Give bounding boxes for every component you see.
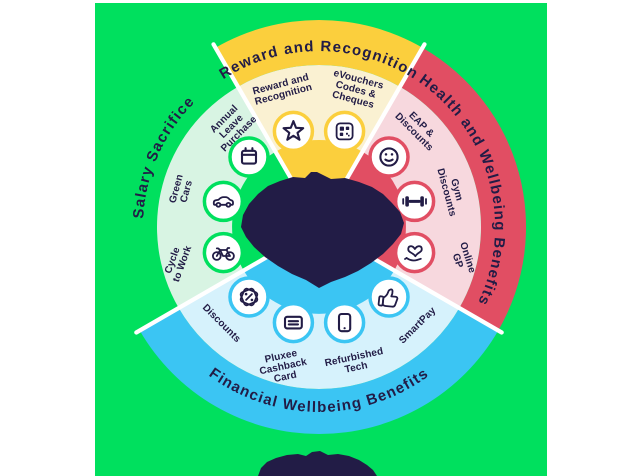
pluxee-cashback-card-label: PluxeeCashbackCard (256, 346, 310, 387)
outer-ring (111, 19, 527, 435)
calendar-icon (228, 136, 270, 178)
bicycle-icon (202, 231, 245, 274)
bottom-logo-blob-partial (258, 451, 377, 476)
heart-hand-icon (393, 231, 436, 274)
phone-icon (323, 301, 366, 344)
smiley-icon (368, 136, 410, 178)
car-icon (202, 180, 245, 223)
financial-outer-ring (139, 308, 499, 435)
star-icon (272, 110, 315, 153)
dumbbell-icon (393, 180, 436, 223)
center-logo-blob (241, 172, 404, 288)
reward-outer-ring (215, 19, 423, 87)
discount-badge-icon (228, 276, 270, 318)
qr-code-icon (323, 110, 366, 153)
card-icon (272, 301, 315, 344)
salary-outer-ring (111, 47, 238, 331)
health-outer-ring (400, 47, 527, 331)
item-icons (202, 110, 436, 344)
thumbs-up-icon (368, 276, 410, 318)
